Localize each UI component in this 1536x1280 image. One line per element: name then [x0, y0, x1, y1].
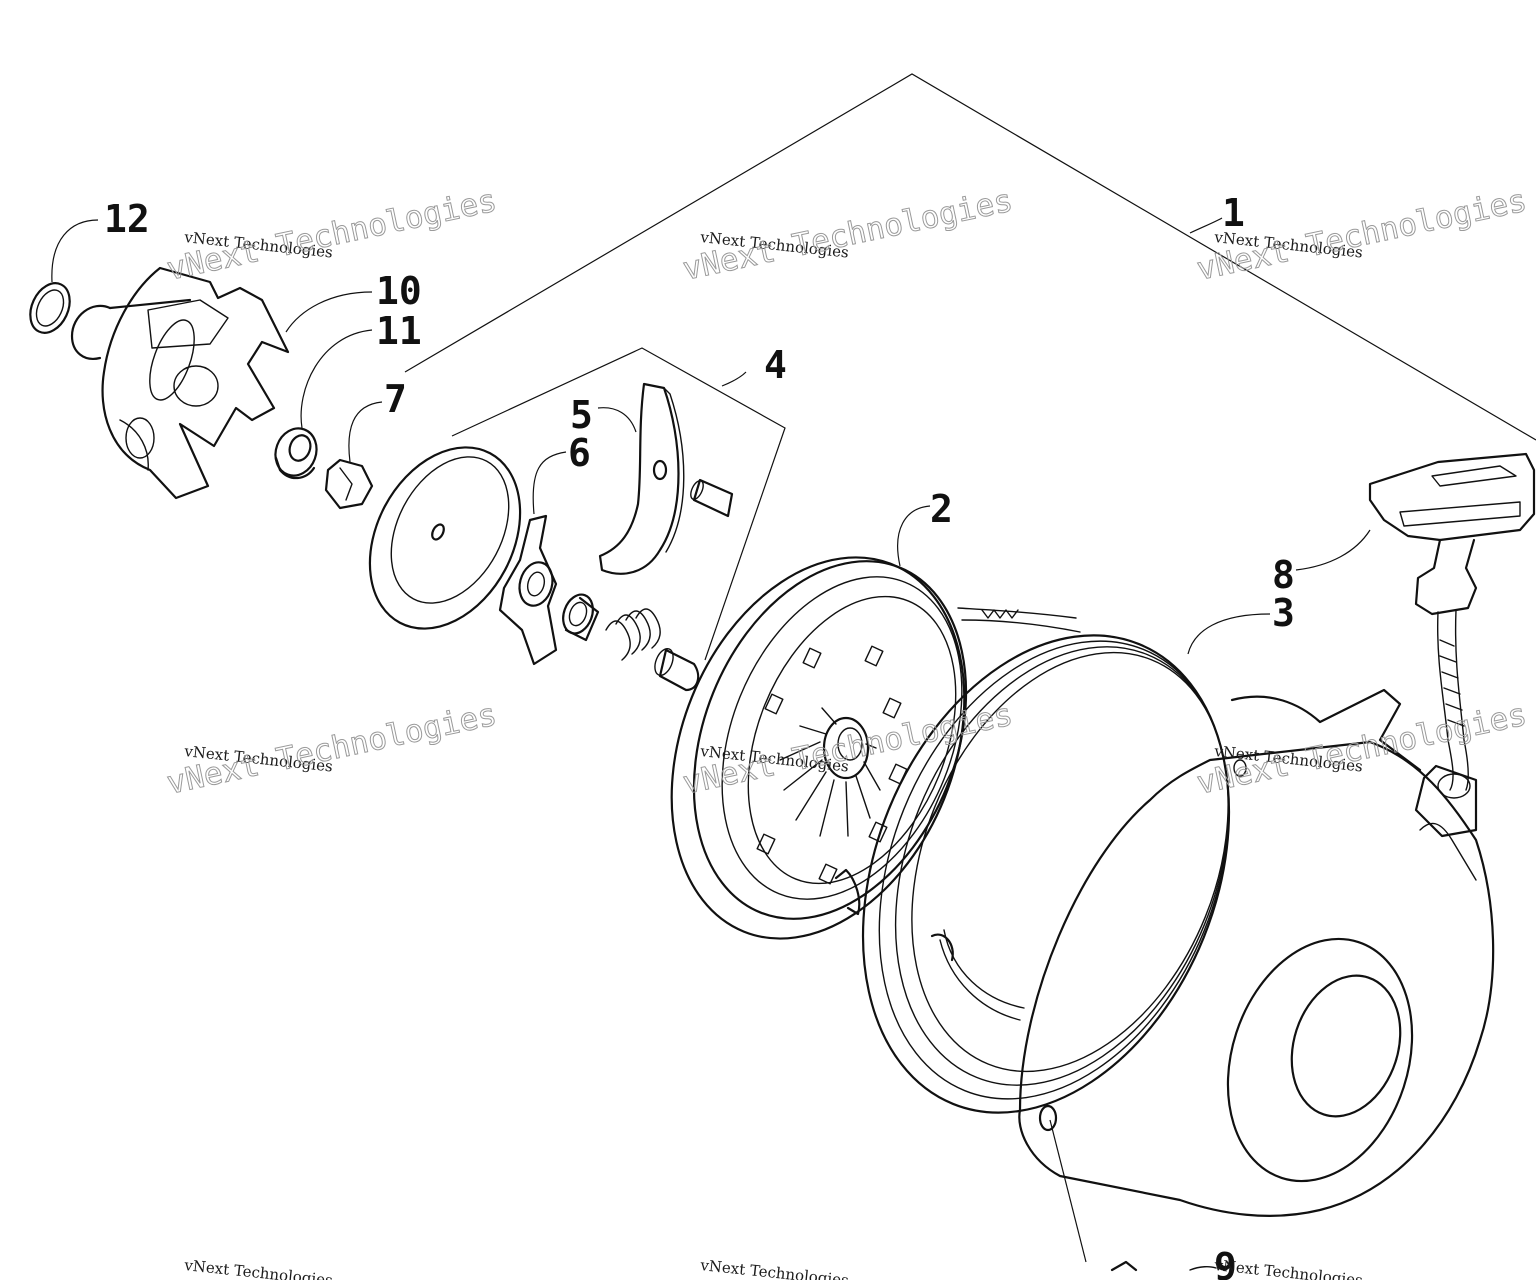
pawl-part-5	[597, 382, 685, 575]
bushing-part-11	[274, 329, 373, 480]
watermark: vNext Technologies vNext Technologies	[1193, 696, 1530, 802]
assembly-bracket-4	[451, 347, 786, 661]
callout-10: 10	[376, 269, 422, 313]
callout-8: 8	[1272, 553, 1295, 597]
watermark: vNext Technologies	[183, 1256, 334, 1280]
collar	[654, 647, 700, 692]
callout-12: 12	[104, 197, 150, 241]
o-ring-part-12	[29, 219, 99, 334]
callout-labels: 1 2 3 4 5 6 7 8 9 10 11 12	[104, 191, 1295, 1280]
watermark: vNext Technologies	[699, 1256, 850, 1280]
callout-9: 9	[1214, 1245, 1237, 1280]
guide-part-6	[498, 451, 567, 666]
small-bushing	[562, 593, 600, 642]
svg-text:vNext Technologies: vNext Technologies	[699, 1256, 850, 1280]
svg-text:vNext Technologies: vNext Technologies	[183, 1256, 334, 1280]
starter-housing	[1018, 688, 1495, 1263]
spring	[605, 608, 661, 661]
pin	[690, 478, 734, 518]
watermark: vNext Technologies vNext Technologies	[679, 182, 1016, 288]
screw-part-9	[1110, 1260, 1217, 1272]
reel-pulley-part-2	[670, 505, 1081, 940]
recoil-spring-part-3	[834, 613, 1271, 1114]
watermark: vNext Technologies vNext Technologies	[163, 182, 500, 288]
callout-5: 5	[570, 393, 593, 437]
callout-1: 1	[1222, 191, 1245, 235]
watermark: vNext Technologies vNext Technologies	[163, 696, 500, 802]
assembly-bracket-1	[404, 73, 1536, 441]
callout-2: 2	[930, 487, 953, 531]
callout-3: 3	[1272, 591, 1295, 635]
friction-plate	[368, 446, 522, 630]
callout-4: 4	[764, 343, 787, 387]
callout-6: 6	[568, 431, 591, 475]
drive-hub-part-10	[70, 266, 373, 500]
nut-part-7	[324, 401, 383, 510]
handle-part-8	[1295, 452, 1536, 791]
callout-11: 11	[376, 309, 422, 353]
callout-7: 7	[384, 377, 407, 421]
